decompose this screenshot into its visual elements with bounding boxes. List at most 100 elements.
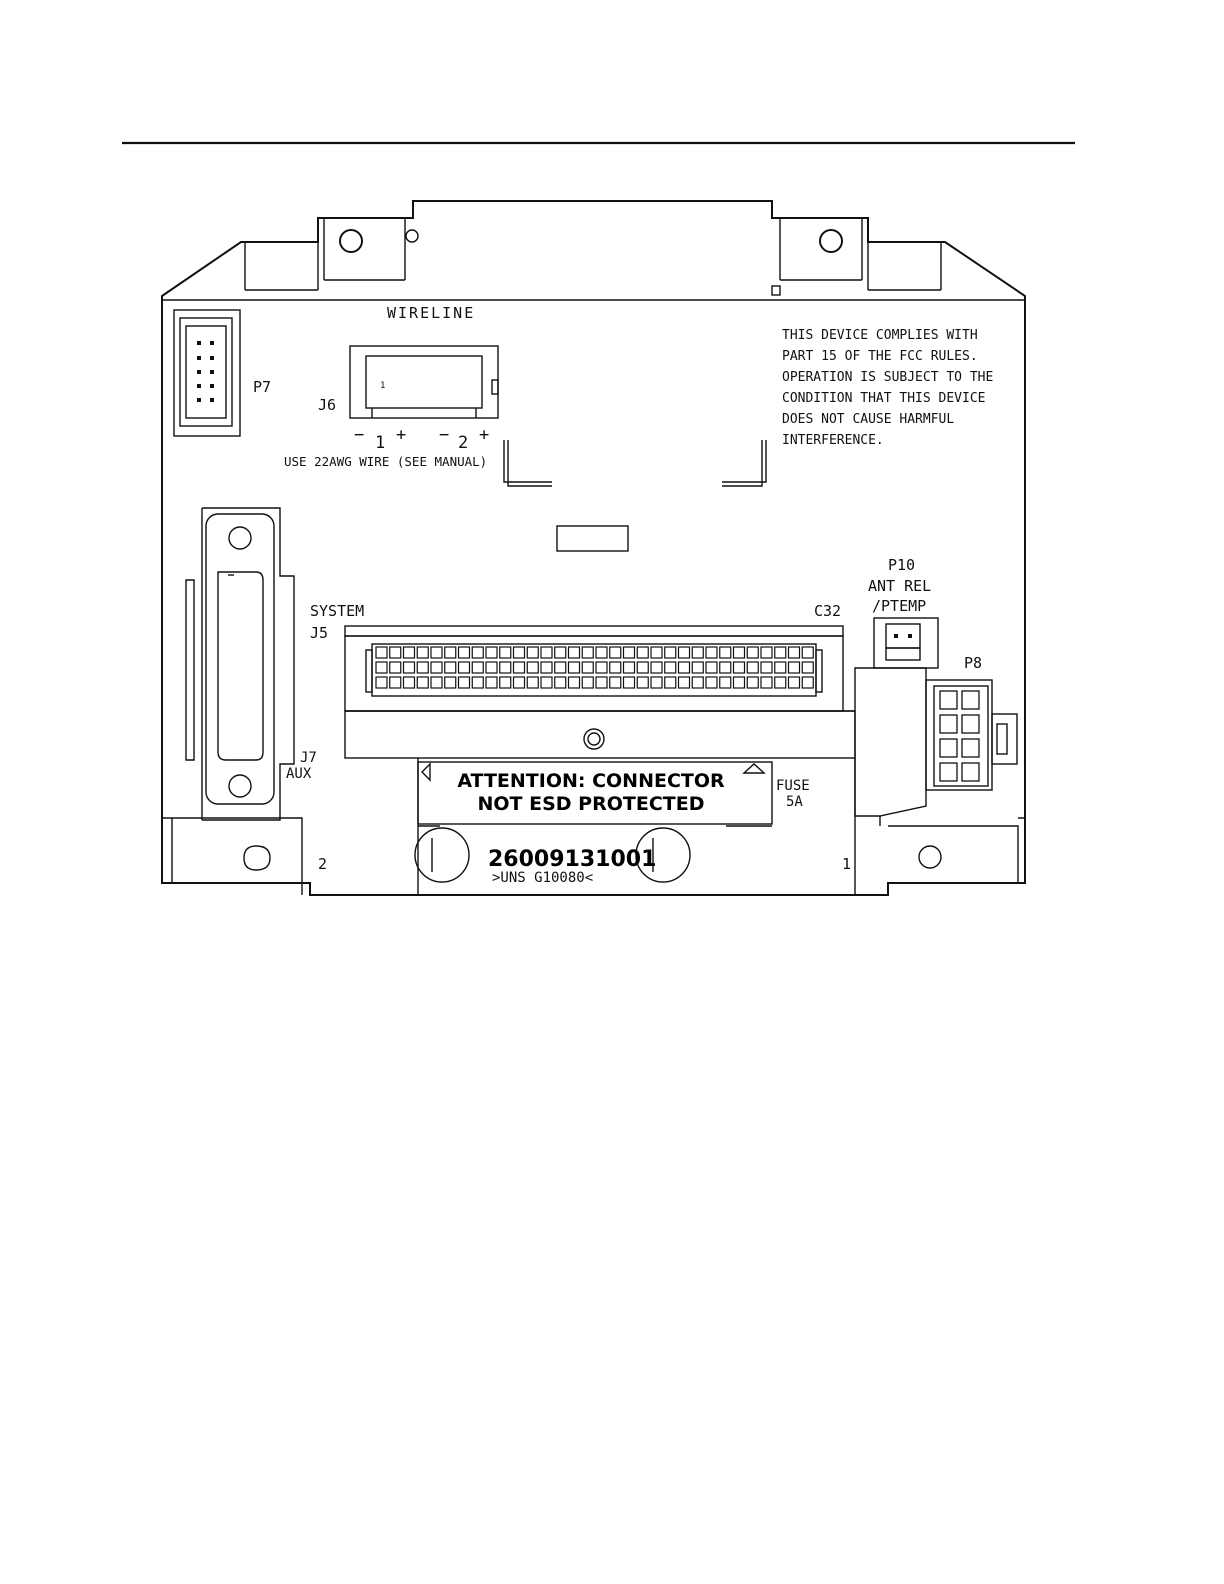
j5-pin (389, 646, 402, 659)
p7-header (173, 309, 241, 437)
j5-pin (622, 661, 636, 674)
j5-pin (622, 646, 636, 659)
j5-pin (457, 661, 471, 674)
fuse-housing (854, 667, 927, 817)
j5-pin (471, 676, 484, 689)
j5-pin (705, 646, 718, 659)
j5-pin (760, 661, 773, 674)
attention-line-2: NOT ESD PROTECTED (478, 793, 705, 815)
j5-pin (732, 646, 746, 659)
j5-pin (540, 676, 553, 689)
j5-pin (774, 661, 787, 674)
system-label: SYSTEM (310, 602, 364, 620)
j5-pin (389, 661, 402, 674)
j6-number-2: 2 (458, 433, 468, 453)
j5-pin (719, 676, 732, 689)
bottom-left-screw-icon (414, 827, 470, 883)
j5-pin (787, 676, 801, 689)
j5-pin (526, 661, 539, 674)
j5-pin (650, 676, 663, 689)
fuse-label: FUSE (776, 778, 810, 794)
j5-pin (444, 676, 457, 689)
j6-connector (349, 345, 499, 419)
center-component (556, 525, 629, 552)
j5-pin (719, 661, 732, 674)
j5-pin (540, 646, 553, 659)
j5-pin (526, 676, 539, 689)
j5-pin (650, 661, 663, 674)
j5-pin (664, 646, 677, 659)
j5-pin (444, 661, 457, 674)
j5-pin (746, 676, 759, 689)
j5-pin (567, 646, 581, 659)
j5-pin (581, 646, 594, 659)
j5-pin (581, 661, 594, 674)
p8-label: P8 (964, 654, 982, 672)
j5-system-connector (344, 625, 855, 712)
j5-pin (664, 676, 677, 689)
bottom-left-mount-tab (162, 817, 303, 895)
j5-pin (375, 676, 388, 689)
j6-label: J6 (318, 396, 336, 414)
j5-pin (485, 646, 498, 659)
center-corner-marks (503, 440, 767, 487)
j5-pin (402, 661, 416, 674)
j5-pin (485, 676, 498, 689)
j5-pin (540, 661, 553, 674)
aux-label: AUX (286, 766, 312, 782)
j6-number-1: 1 (375, 433, 385, 453)
j5-pin (677, 661, 691, 674)
p8-pin (939, 762, 958, 782)
j5-pin (416, 676, 429, 689)
p8-pin (939, 690, 958, 710)
j5-pin (760, 676, 773, 689)
j5-pin (636, 646, 649, 659)
p7-label: P7 (253, 378, 271, 396)
j5-pin (664, 661, 677, 674)
j5-pin (746, 646, 759, 659)
fcc-notice: THIS DEVICE COMPLIES WITH PART 15 OF THE… (782, 328, 993, 448)
j5-pin (691, 676, 704, 689)
bottom-right-screw-icon (635, 827, 691, 883)
corner-label-2: 2 (318, 855, 327, 873)
j5-pin (622, 676, 636, 689)
part-number: 26009131001 (488, 847, 656, 872)
j5-pin (430, 676, 443, 689)
p8-connector (925, 679, 1018, 791)
top-right-mount-tab (771, 218, 942, 296)
j5-pin (389, 676, 402, 689)
j5-pin (595, 646, 608, 659)
fcc-line-4: CONDITION THAT THIS DEVICE (782, 391, 986, 406)
j5-pin (719, 646, 732, 659)
j5-pin (499, 646, 512, 659)
j5-pin (609, 676, 622, 689)
j5-pin (375, 661, 388, 674)
j5-pin (567, 676, 581, 689)
j5-pin (746, 661, 759, 674)
j6-plus-1: + (396, 425, 406, 445)
j5-pin (801, 661, 814, 674)
j5-pin (650, 646, 663, 659)
j5-pin (416, 646, 429, 659)
j5-pin (732, 661, 746, 674)
p8-pin (939, 714, 958, 734)
j5-pin (471, 661, 484, 674)
mount-hole-icon (339, 229, 363, 253)
fcc-line-6: INTERFERENCE. (782, 433, 884, 448)
j5-pin (677, 646, 691, 659)
j5-pin (444, 646, 457, 659)
j5-pin (554, 661, 567, 674)
j5-pin (609, 661, 622, 674)
wire-note: USE 22AWG WIRE (SEE MANUAL) (284, 454, 487, 469)
j5-pin (512, 676, 526, 689)
j5-pin (526, 646, 539, 659)
j7-label: J7 (300, 750, 317, 766)
attention-line-1: ATTENTION: CONNECTOR (457, 770, 725, 792)
j5-pin (485, 661, 498, 674)
ant-rel-label: ANT REL (868, 577, 931, 595)
j5-label: J5 (310, 624, 328, 642)
top-left-mount-tab (244, 218, 419, 291)
j5-pin (416, 661, 429, 674)
fuse-rating-label: 5A (786, 794, 803, 810)
